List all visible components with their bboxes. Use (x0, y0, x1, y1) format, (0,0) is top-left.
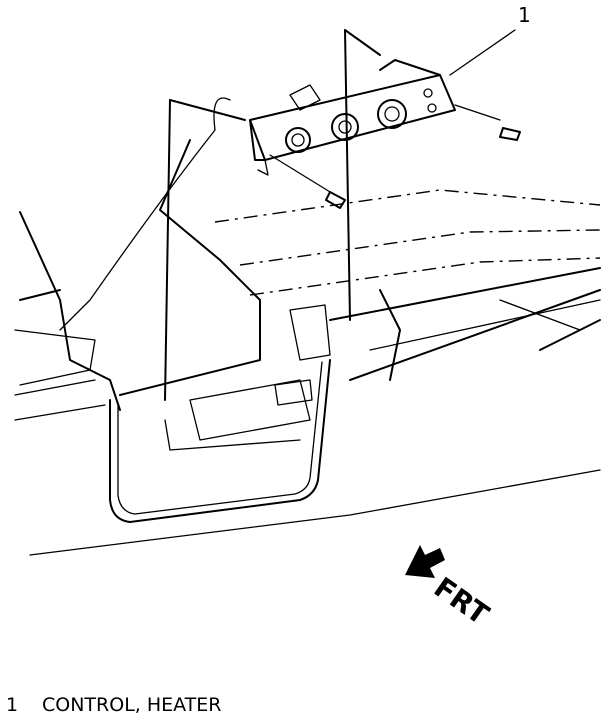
callout-leader-line (449, 29, 516, 76)
legend-item-number: 1 (6, 694, 19, 716)
knob-icon (285, 127, 311, 153)
legend: 1 CONTROL, HEATER (6, 694, 222, 716)
dashboard-outline (14, 139, 601, 556)
front-direction-indicator: FRT (405, 545, 495, 631)
heater-control-unit (249, 59, 456, 176)
legend-item-text: CONTROL, HEATER (42, 694, 222, 716)
callout-number: 1 (518, 3, 531, 27)
knob-icon (377, 99, 407, 129)
screw-icon (454, 104, 521, 141)
control-bracket (59, 29, 381, 401)
knob-icon (331, 113, 359, 141)
lower-panel (109, 299, 331, 523)
screw-icon (269, 154, 346, 209)
direction-label: FRT (428, 571, 495, 632)
arrow-icon (405, 545, 445, 578)
